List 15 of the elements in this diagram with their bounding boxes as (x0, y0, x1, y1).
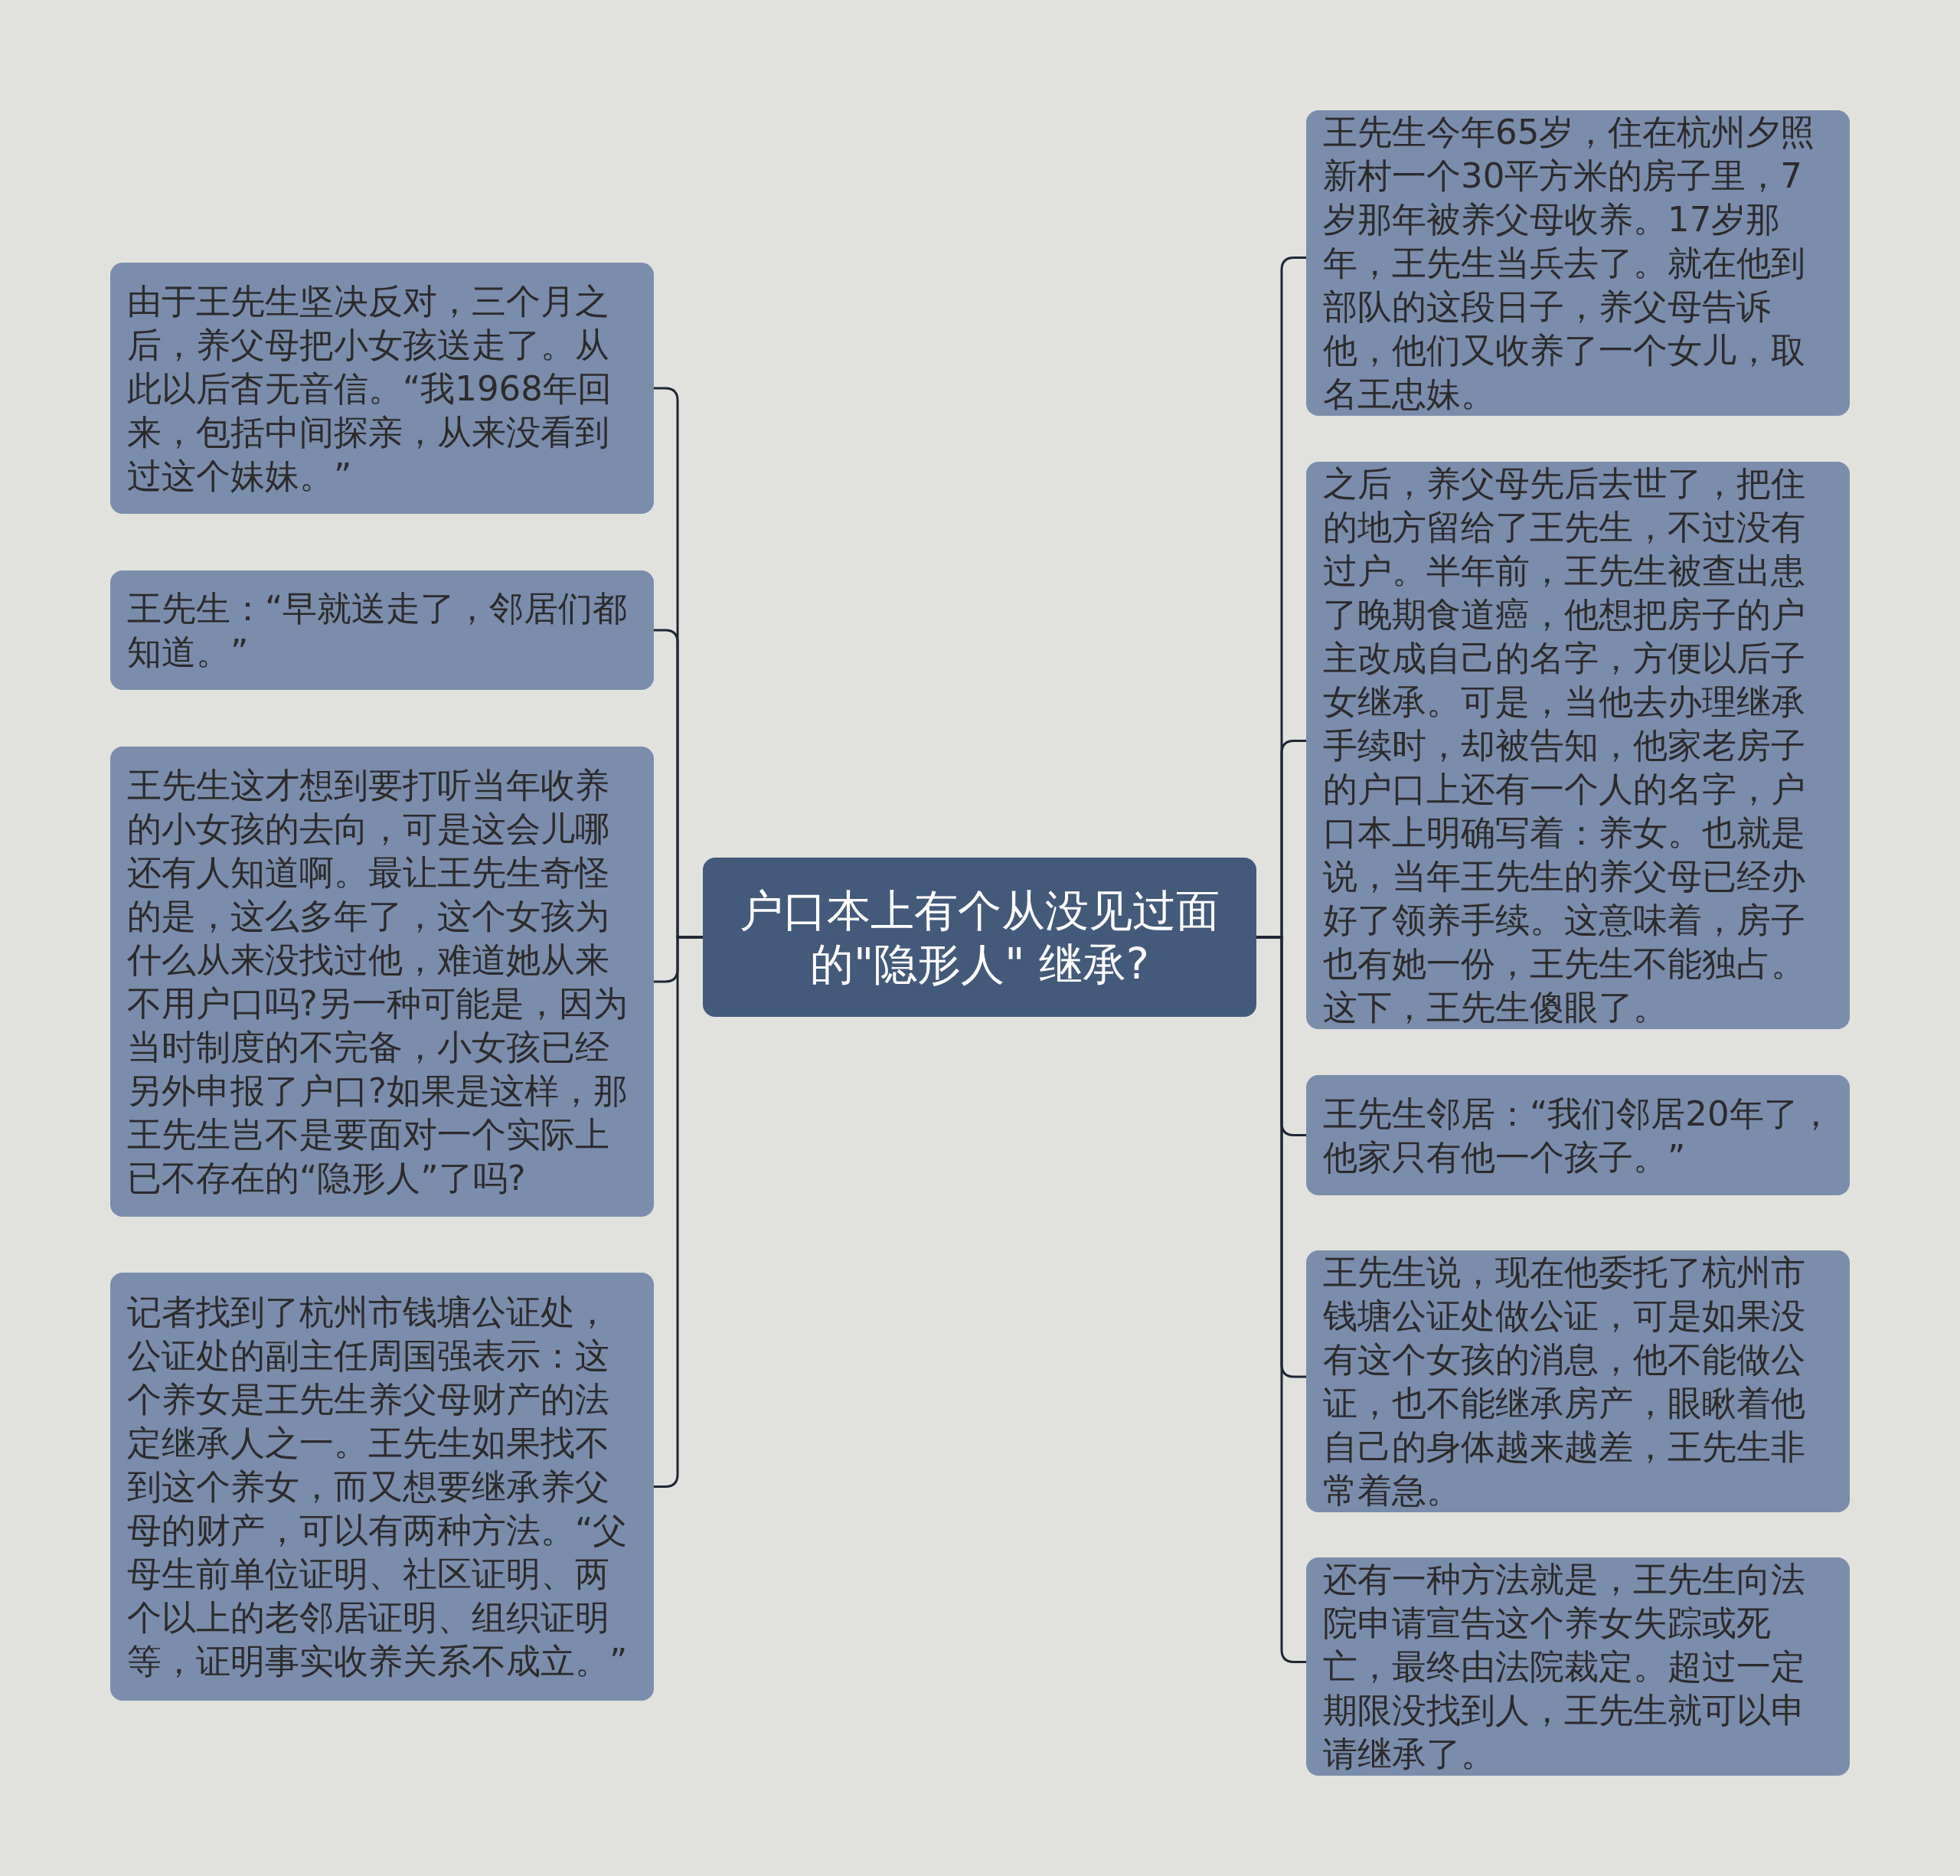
note-text: 记者找到了杭州市钱塘公证处，公证处的副主任周国强表示：这个养女是王先生养父母财产的法定继承人之一。王先生如果找不到这个养女，而又想要继承养父母的财产，可以有两种方法。“父母生前单位证明、社区证明、两个以上的老邻居证明、组织证明等，证明事实收养关系不成立。” (127, 1291, 629, 1683)
note-text: 王先生：“早就送走了，邻居们都知道。” (127, 587, 629, 674)
note-box (110, 570, 654, 690)
note-text: 由于王先生坚决反对，三个月之后，养父母把小女孩送走了。从此以后杳无音信。“我1968年回来，包括中间探亲，从来没看到过这个妹妹。” (127, 279, 612, 498)
note-box (110, 1273, 654, 1701)
note-box (110, 263, 654, 514)
note-text: 王先生今年65岁，住在杭州夕照新村一个30平方米的房子里，7岁那年被养父母收养。17岁那年，王先生当兵去了。就在他到部队的这段日子，养父母告诉他，他们又收养了一个女儿，取名王忠妹。 (1323, 111, 1816, 416)
note-text: 之后，养父母先后去世了，把住的地方留给了王先生，不过没有过户。半年前，王先生被查出患了晚期食道癌，他想把房子的户主改成自己的名字，方便以后子女继承。可是，当他去办理继承手续时，却被告知，他家老房子的户口上还有一个人的名字，户口本上明确写着：养女。也就是说，当年王先生的养父母已经办好了领养手续。这意味着，房子也有她一份，王先生不能独占。这下，王先生傻眼了。 (1323, 462, 1806, 1029)
topic-title: 户口本上有个从没见过面的"隐形人" 继承? (739, 884, 1220, 991)
note-text: 还有一种方法就是，王先生向法院申请宣告这个养女失踪或死亡，最终由法院裁定。超过一定期限没找到人，王先生就可以申请继承了。 (1323, 1558, 1806, 1776)
note-text: 王先生这才想到要打听当年收养的小女孩的去向，可是这会儿哪还有人知道啊。最让王先生奇怪的是，这么多年了，这个女孩为什么从来没找过他，难道她从来不用户口吗?另一种可能是，因为当时制度的不完备，小女孩已经另外申报了户口?如果是这样，那王先生岂不是要面对一个实际上已不存在的“隐形人”了吗? (127, 764, 629, 1200)
note-box (1306, 1075, 1850, 1195)
note-text: 王先生邻居：“我们邻居20年了，他家只有他一个孩子。” (1323, 1092, 1833, 1179)
topic-box (703, 858, 1256, 1017)
note-text: 王先生说，现在他委托了杭州市钱塘公证处做公证，可是如果没有这个女孩的消息，他不能做公证，也不能继承房产，眼瞅着他自己的身体越来越差，王先生非常着急。 (1323, 1251, 1806, 1512)
